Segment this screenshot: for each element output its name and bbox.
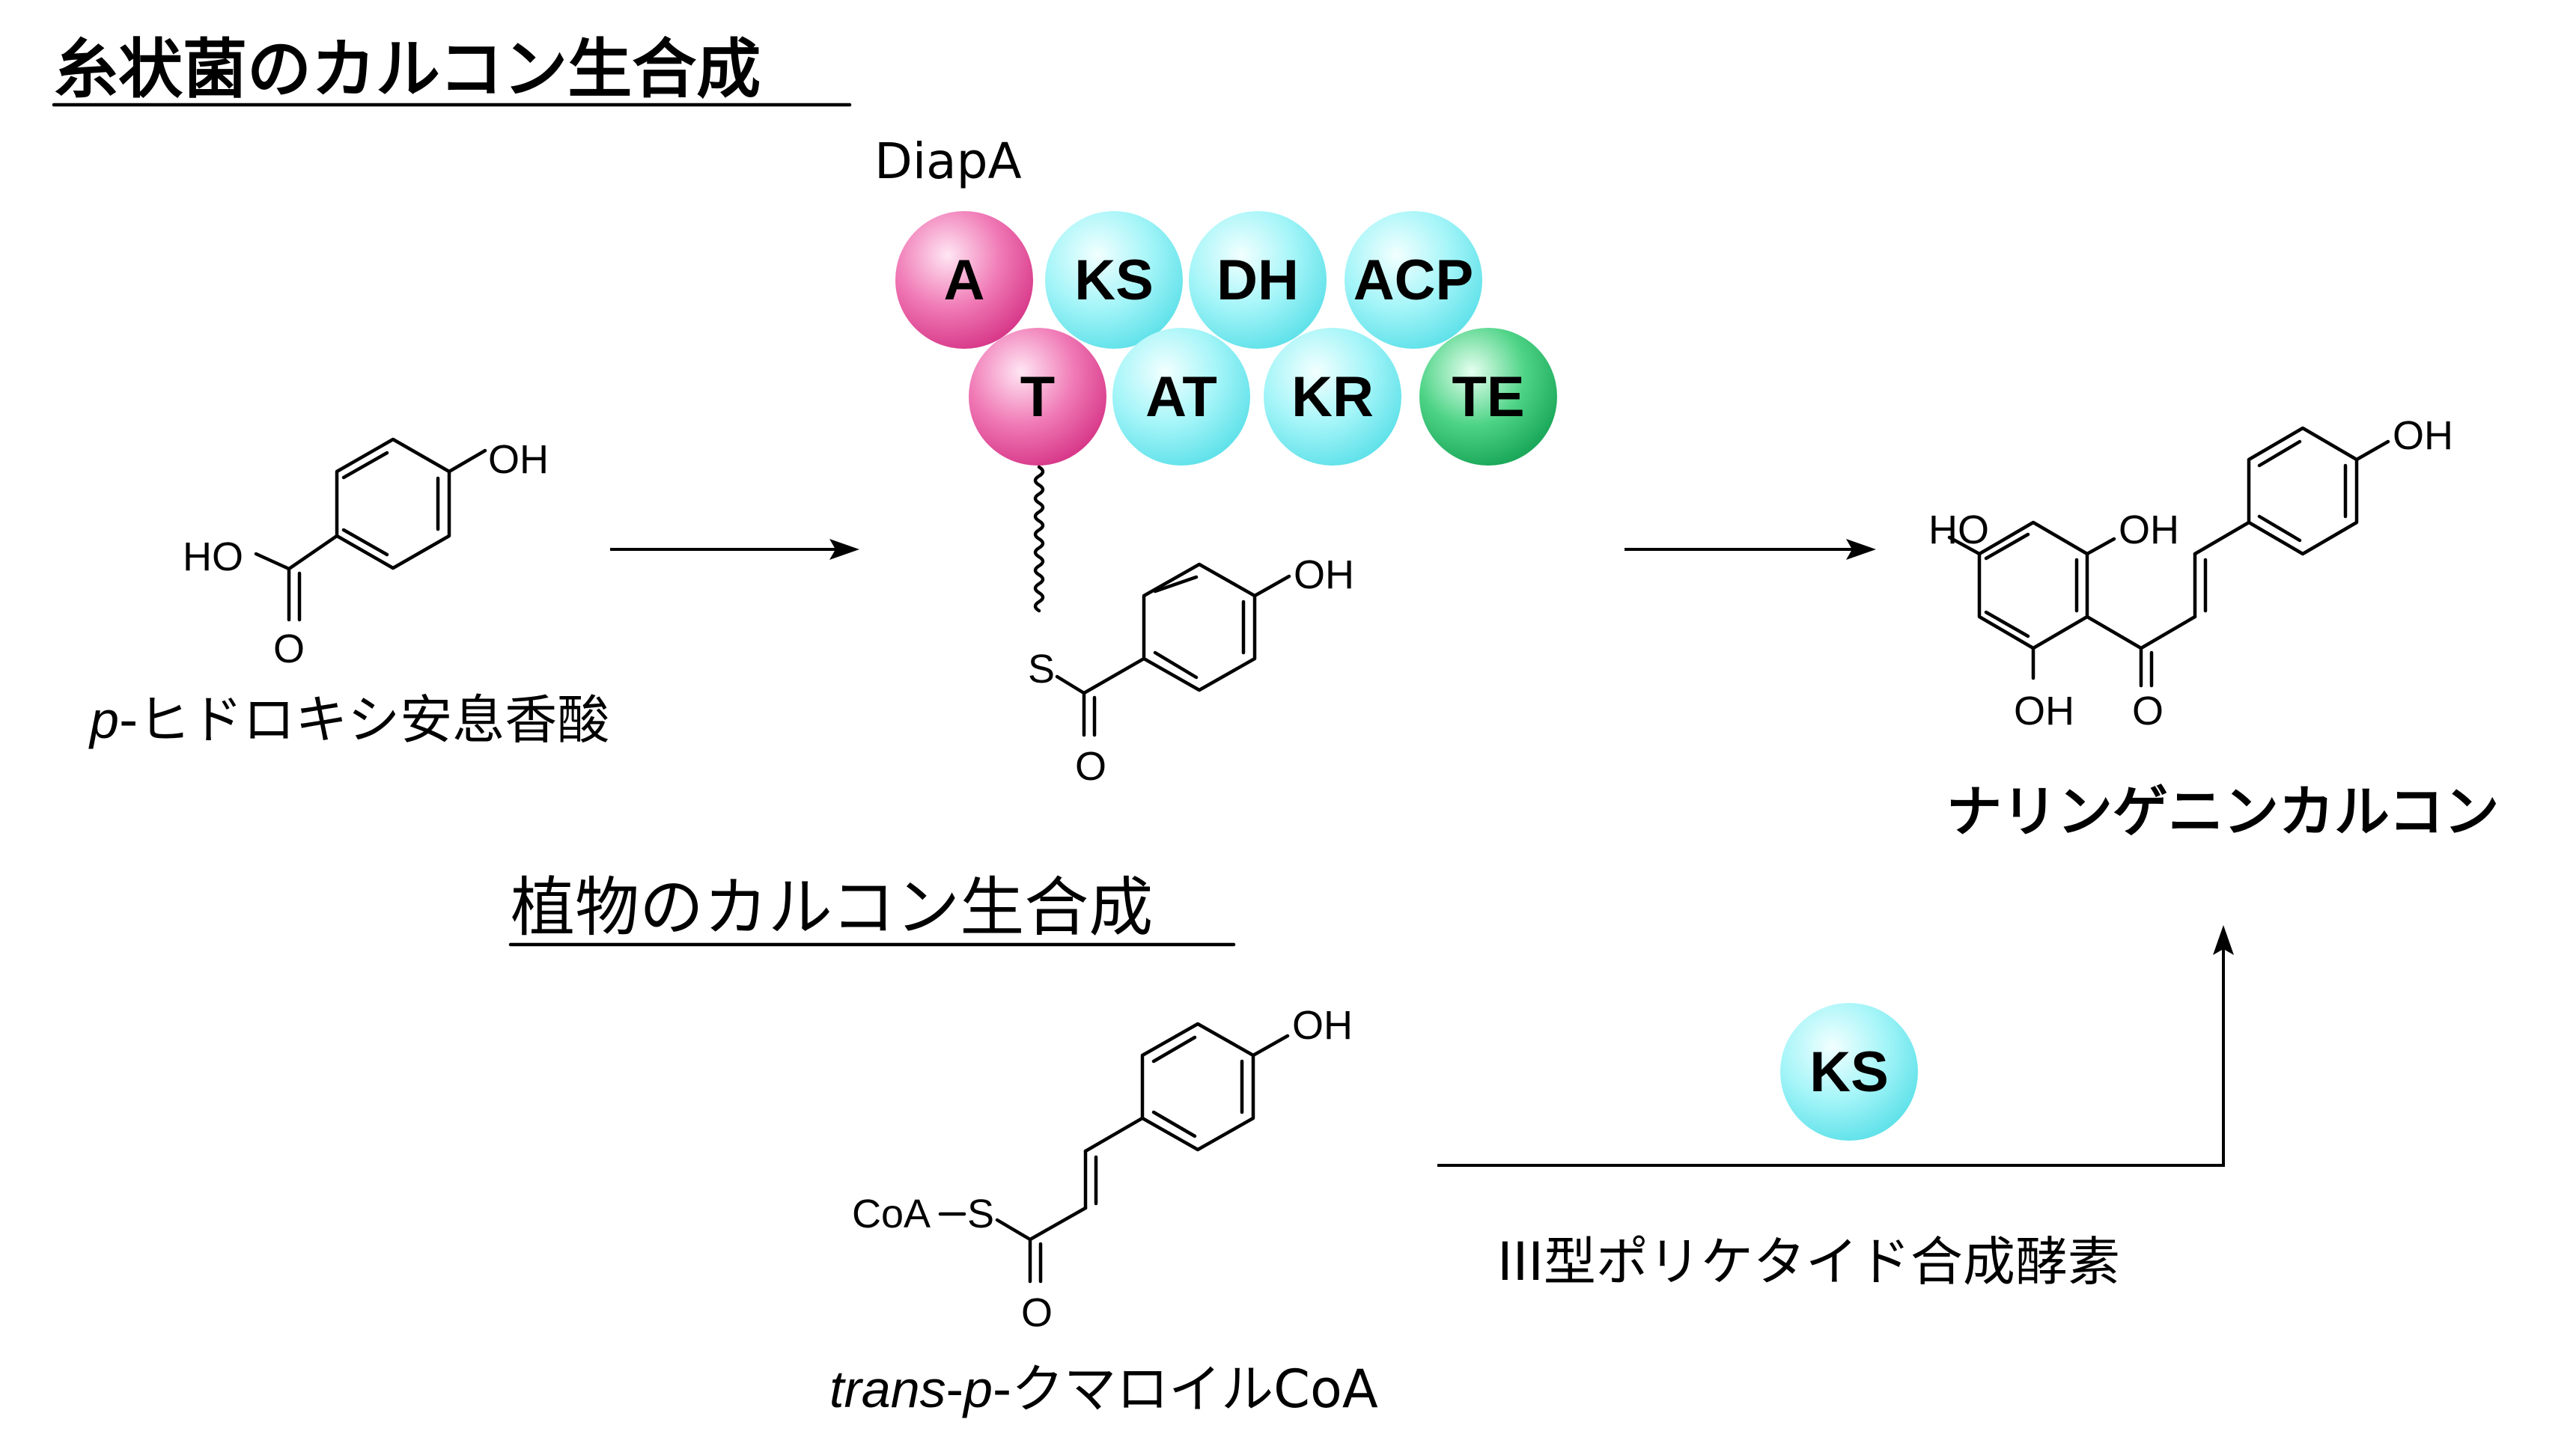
plant-substrate-name: trans-p-クマロイルCoA (829, 1358, 1378, 1420)
svg-text:HO: HO (183, 534, 243, 579)
svg-text:CoA: CoA (852, 1192, 931, 1236)
svg-text:KS: KS (1074, 248, 1154, 312)
svg-text:TE: TE (1452, 365, 1524, 429)
svg-text:A: A (944, 248, 985, 312)
product-name: ナリンゲニンカルコン (1946, 780, 2500, 844)
reaction-arrow-1 (610, 539, 859, 560)
plant-ks-domain: KS (1780, 1003, 1918, 1141)
p-hydroxybenzoic-acid-structure: OH HO O (183, 437, 549, 671)
svg-text:T: T (1020, 365, 1055, 429)
svg-text:DH: DH (1217, 248, 1299, 312)
fungal-section-title: 糸状菌のカルコン生合成 (54, 32, 761, 107)
diapa-domain-AT: AT (1112, 328, 1250, 466)
svg-text:O: O (2132, 689, 2164, 733)
svg-text:ACP: ACP (1354, 248, 1473, 312)
p-coumaroyl-coa-structure: CoA S OH O (852, 1003, 1353, 1335)
svg-text:HO: HO (1928, 507, 1989, 552)
type-iii-pks-label: III型ポリケタイド合成酵素 (1497, 1231, 2120, 1293)
svg-text:OH: OH (488, 437, 549, 482)
diapa-domain-A: A (895, 211, 1033, 349)
diapa-domain-KR: KR (1264, 328, 1401, 466)
plant-section-title: 植物のカルコン生合成 (511, 870, 1153, 945)
svg-text:O: O (1075, 744, 1106, 789)
svg-text:KR: KR (1291, 365, 1374, 429)
svg-text:OH: OH (2119, 507, 2179, 552)
diapa-domain-ACP: ACP (1345, 211, 1482, 349)
svg-text:OH: OH (1292, 1003, 1353, 1048)
diapa-domain-KS: KS (1045, 211, 1183, 349)
naringenin-chalcone-structure: HO OH OH O OH (1928, 413, 2453, 733)
diapa-domain-TE: TE (1419, 328, 1557, 466)
thioester-intermediate-structure: S OH O (1028, 552, 1354, 789)
svg-text:O: O (273, 626, 305, 671)
diapa-domain-DH: DH (1189, 211, 1327, 349)
fungal-substrate-name: p-ヒドロキシ安息香酸 (88, 689, 609, 751)
svg-text:OH: OH (2393, 413, 2453, 458)
reaction-arrow-2 (1625, 539, 1876, 560)
svg-text:O: O (1021, 1290, 1053, 1335)
svg-text:KS: KS (1809, 1040, 1889, 1104)
svg-text:S: S (1028, 647, 1055, 692)
phosphopantetheine-tether-line (1033, 465, 1045, 613)
svg-text:S: S (967, 1192, 994, 1236)
enzyme-name-label: DiapA (874, 132, 1022, 190)
diapa-domain-T: T (969, 328, 1106, 466)
svg-text:OH: OH (2014, 689, 2074, 733)
svg-text:OH: OH (1294, 552, 1354, 597)
svg-text:AT: AT (1145, 365, 1217, 429)
plant-reaction-arrow (1437, 925, 2234, 1167)
